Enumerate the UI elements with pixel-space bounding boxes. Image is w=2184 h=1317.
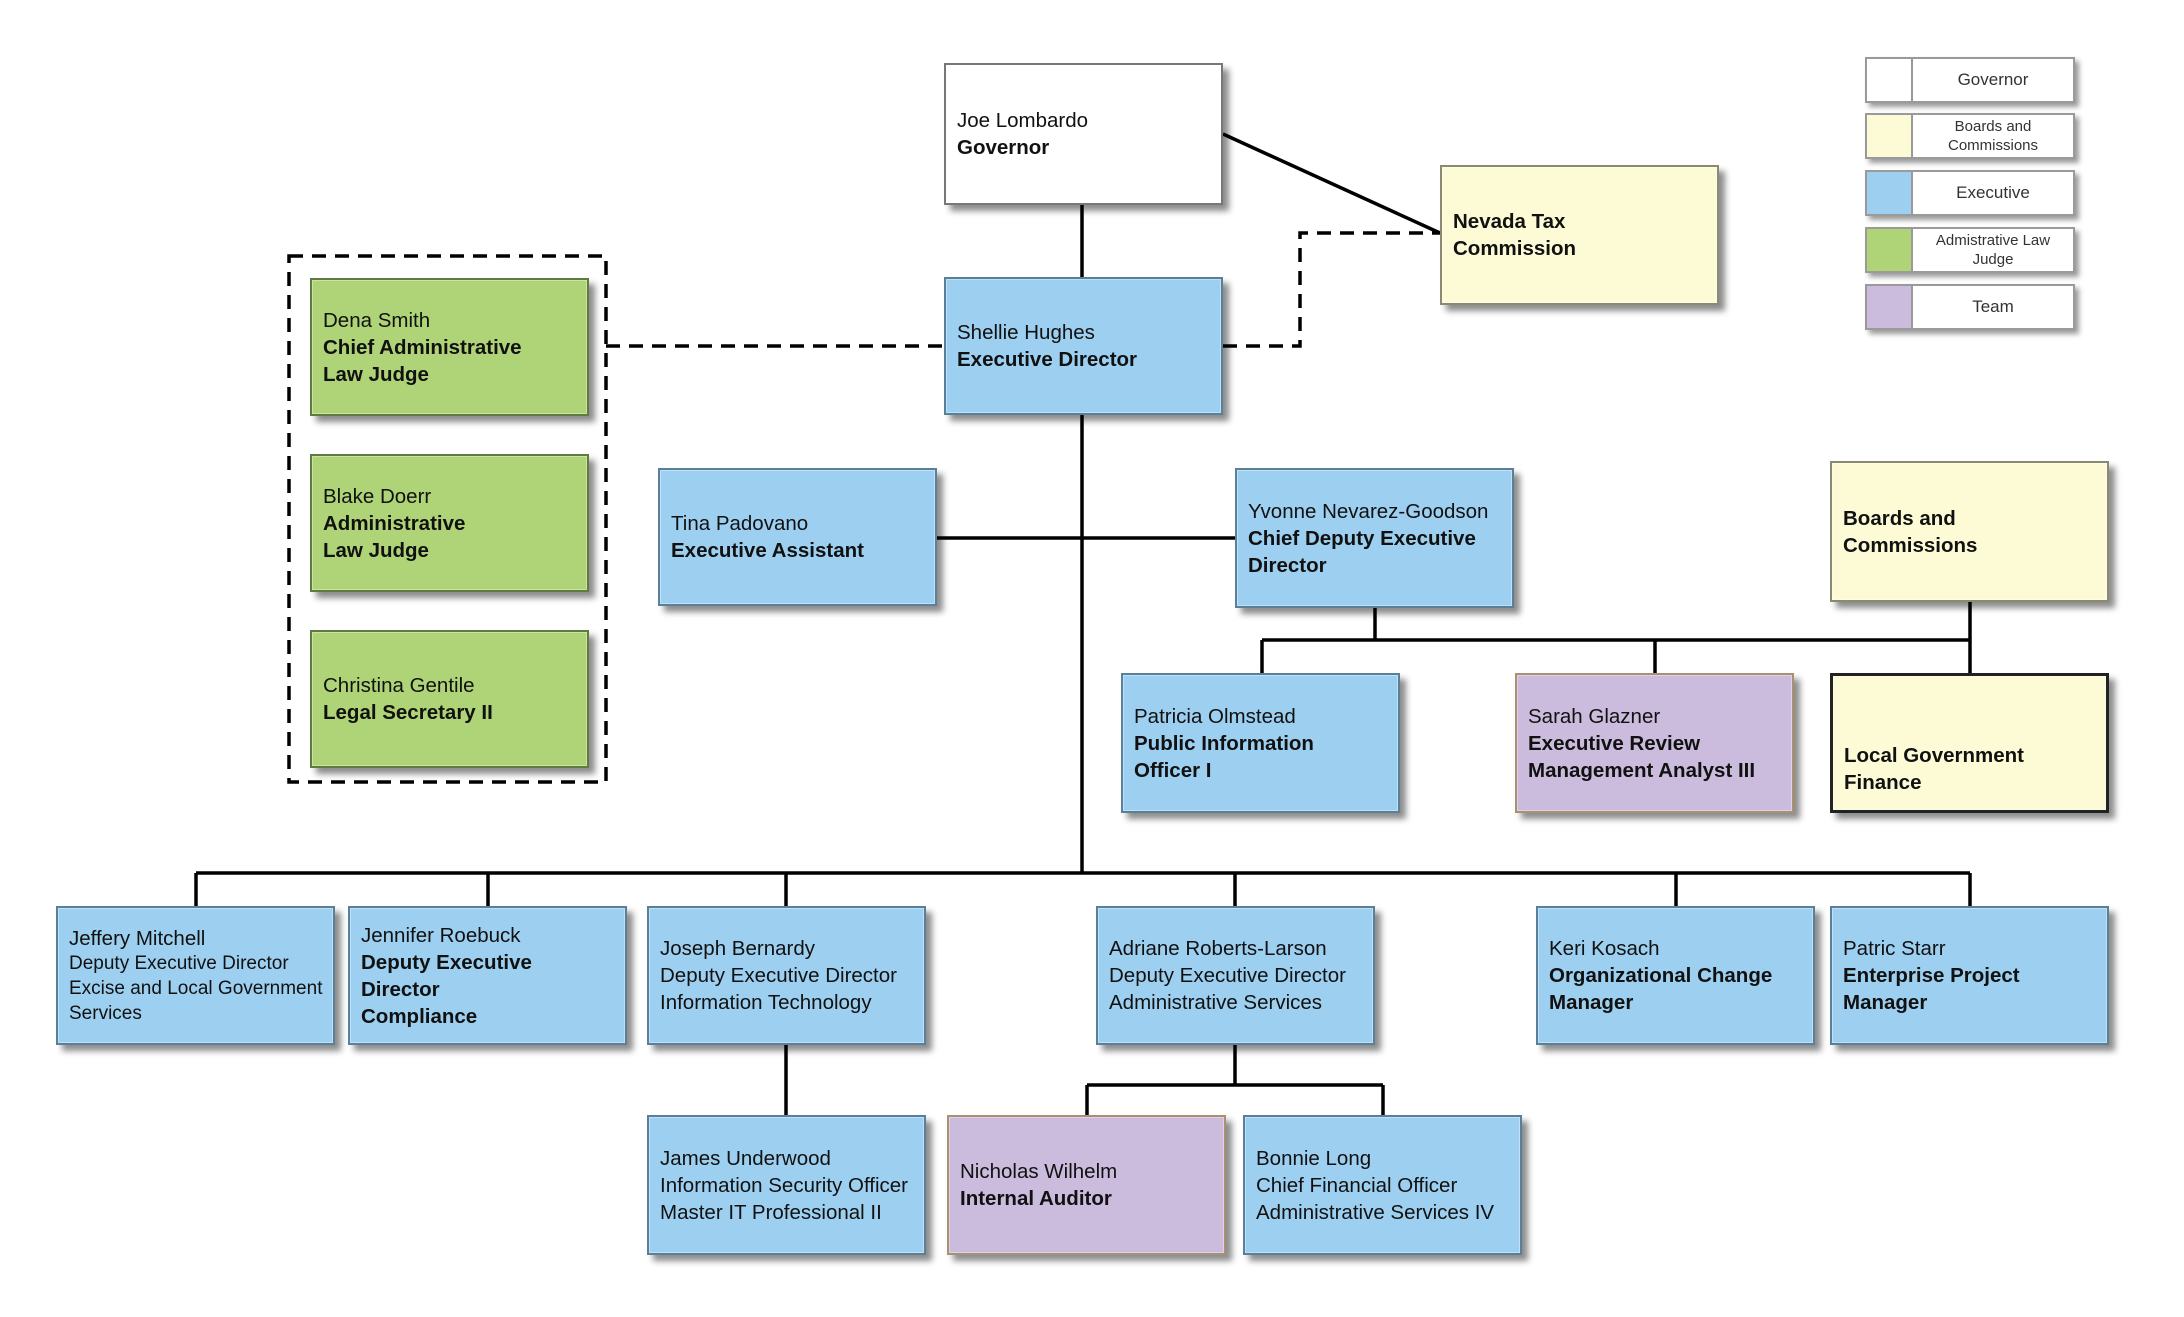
deputy-mitchell-name: Jeffery Mitchell [69, 926, 206, 950]
review-analyst-name: Sarah Glazner [1528, 704, 1661, 728]
legend-label-team: Team [1972, 297, 2014, 316]
alj-box-secretary: Christina Gentile Legal Secretary II [310, 630, 589, 768]
deputy-box-mitchell: Jeffery Mitchell Deputy Executive Direct… [56, 906, 335, 1045]
deputy-roberts-line1: Deputy Executive Director [1109, 964, 1346, 987]
governor-box: Joe Lombardo Governor [944, 63, 1223, 205]
deputy-mitchell-line1: Deputy Executive Director [69, 952, 289, 974]
deputy-roberts-name: Adriane Roberts-Larson [1109, 937, 1327, 960]
long-line1: Chief Financial Officer [1256, 1173, 1458, 1197]
long-name: Bonnie Long [1256, 1146, 1372, 1170]
deputy-box-bernardy: Joseph Bernardy Deputy Executive Directo… [647, 906, 926, 1045]
legend-item-executive: Executive [1865, 170, 2075, 216]
executive-director-title: Executive Director [957, 348, 1138, 371]
boards-commissions-box: Boards and Commissions [1830, 461, 2109, 602]
alj-secretary-name: Christina Gentile [323, 674, 475, 697]
alj-secretary-title: Legal Secretary II [323, 701, 493, 724]
executive-director-name: Shellie Hughes [957, 321, 1095, 344]
governor-name: Joe Lombardo [957, 109, 1089, 132]
chief-deputy-title: Chief Deputy Executive Director [1248, 526, 1476, 577]
underwood-line1: Information Security Officer [660, 1173, 908, 1197]
deputy-roebuck-title: Deputy Executive Director Compliance [361, 950, 532, 1028]
review-analyst-box: Sarah Glazner Executive Review Managemen… [1515, 673, 1794, 813]
wilhelm-box: Nicholas Wilhelm Internal Auditor [947, 1115, 1226, 1255]
boards-commissions-title: Boards and Commissions [1843, 506, 1978, 557]
legend-label-executive: Executive [1956, 183, 2030, 202]
deputy-box-kosach: Keri Kosach Organizational Change Manage… [1536, 906, 1815, 1045]
deputy-starr-name: Patric Starr [1843, 937, 1946, 960]
long-box: Bonnie Long Chief Financial Officer Admi… [1243, 1115, 1522, 1255]
deputy-roebuck-name: Jennifer Roebuck [361, 923, 521, 947]
deputy-mitchell-line2: Excise and Local Government [69, 977, 323, 999]
chief-deputy-name: Yvonne Nevarez-Goodson [1248, 499, 1489, 523]
legend-item-boards: Boards and Commissions [1865, 113, 2075, 159]
deputy-bernardy-line1: Deputy Executive Director [660, 964, 897, 987]
alj-chief-name: Dena Smith [323, 308, 431, 332]
executive-assistant-name: Tina Padovano [671, 512, 809, 535]
wilhelm-name: Nicholas Wilhelm [960, 1160, 1118, 1183]
legend-swatch-alj [1867, 229, 1913, 271]
local-government-finance-box: Local Government Finance [1830, 673, 2109, 813]
legend-swatch-boards [1867, 115, 1913, 157]
legend-label-governor: Governor [1957, 70, 2029, 89]
legend-item-team: Team [1865, 284, 2075, 330]
legend-item-alj: Admistrative Law Judge [1865, 227, 2075, 273]
alj-chief-title: Chief Administrative Law Judge [323, 335, 522, 386]
governor-title: Governor [957, 136, 1050, 159]
deputy-starr-title: Enterprise Project Manager [1843, 964, 2020, 1014]
legend-swatch-executive [1867, 172, 1913, 214]
deputy-bernardy-line2: Information Technology [660, 991, 872, 1014]
alj-judge-name: Blake Doerr [323, 484, 432, 508]
tax-commission-title: Nevada Tax Commission [1453, 210, 1577, 260]
underwood-box: James Underwood Information Security Off… [647, 1115, 926, 1255]
deputy-box-roberts-larson: Adriane Roberts-Larson Deputy Executive … [1096, 906, 1375, 1045]
legend-label-alj: Admistrative Law Judge [1935, 232, 2051, 268]
deputy-kosach-name: Keri Kosach [1549, 937, 1660, 960]
wilhelm-title: Internal Auditor [960, 1187, 1112, 1210]
deputy-box-starr: Patric Starr Enterprise Project Manager [1830, 906, 2109, 1045]
executive-assistant-title: Executive Assistant [671, 539, 864, 562]
legend-swatch-governor [1867, 59, 1913, 101]
long-line2: Administrative Services IV [1256, 1200, 1495, 1224]
alj-box-chief: Dena Smith Chief Administrative Law Judg… [310, 278, 589, 416]
tax-commission-box: Nevada Tax Commission [1440, 165, 1719, 305]
alj-box-judge: Blake Doerr Administrative Law Judge [310, 454, 589, 592]
alj-judge-title: Administrative Law Judge [323, 511, 466, 562]
chief-deputy-box: Yvonne Nevarez-Goodson Chief Deputy Exec… [1235, 468, 1514, 608]
pio-box: Patricia Olmstead Public Information Off… [1121, 673, 1400, 813]
pio-title: Public Information Officer I [1134, 731, 1314, 782]
legend-label-boards: Boards and Commissions [1947, 118, 2038, 154]
executive-director-box: Shellie Hughes Executive Director [944, 277, 1223, 415]
deputy-kosach-title: Organizational Change Manager [1549, 964, 1773, 1014]
legend-item-governor: Governor [1865, 57, 2075, 103]
underwood-line2: Master IT Professional II [660, 1200, 882, 1224]
deputy-roberts-line2: Administrative Services [1109, 991, 1323, 1014]
underwood-name: James Underwood [660, 1146, 831, 1170]
deputy-mitchell-line3: Services [69, 1002, 142, 1024]
pio-name: Patricia Olmstead [1134, 704, 1296, 728]
review-analyst-title: Executive Review Management Analyst III [1528, 731, 1756, 782]
deputy-bernardy-name: Joseph Bernardy [660, 937, 815, 960]
local-government-finance-title: Local Government Finance [1844, 744, 2024, 794]
legend-swatch-team [1867, 286, 1913, 328]
executive-assistant-box: Tina Padovano Executive Assistant [658, 468, 937, 606]
deputy-box-roebuck: Jennifer Roebuck Deputy Executive Direct… [348, 906, 627, 1045]
